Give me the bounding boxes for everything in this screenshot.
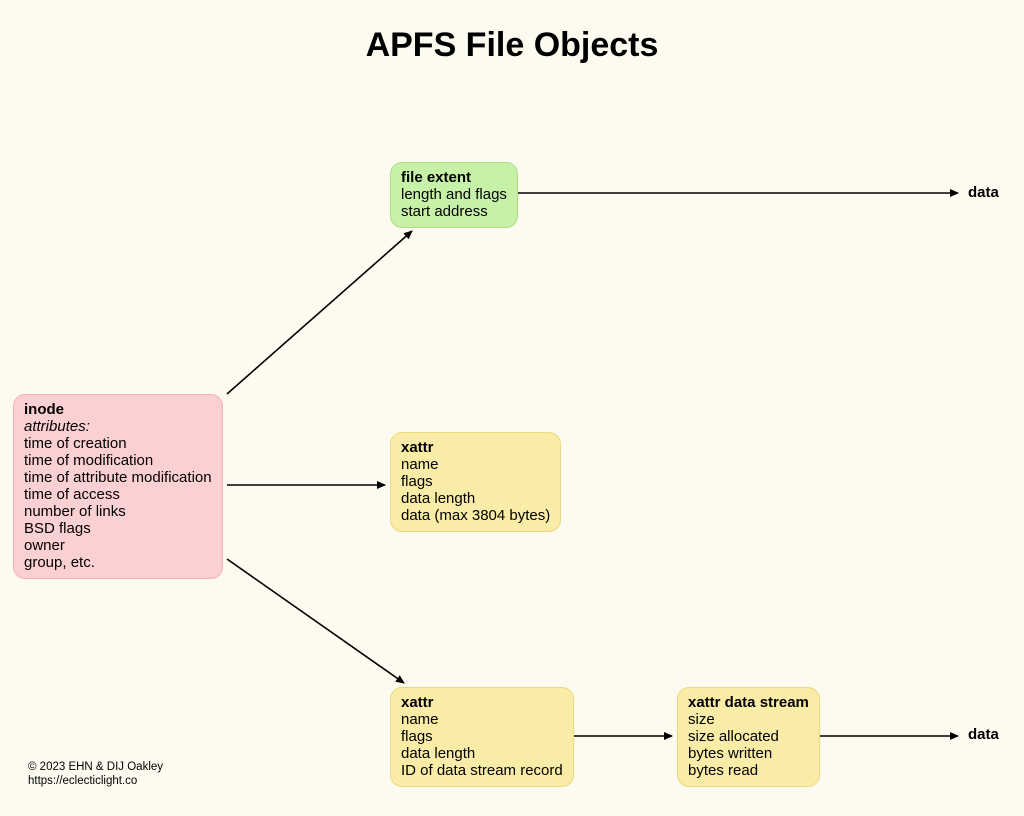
box-xattr-record: xattr name flags data length ID of data … xyxy=(390,687,574,787)
footer-copyright: © 2023 EHN & DIJ Oakley xyxy=(28,761,164,773)
box-xattr-data-stream-line: size xyxy=(688,711,715,728)
box-xattr-data-stream-title: xattr data stream xyxy=(688,694,809,711)
arrow-inode-to-xattr-record xyxy=(226,558,405,684)
box-xattr-inline-line: data length xyxy=(401,490,476,507)
box-inode: inode attributes: time of creation time … xyxy=(13,394,223,579)
box-xattr-record-line: flags xyxy=(401,728,433,745)
box-xattr-record-line: data length xyxy=(401,745,476,762)
box-inode-line: time of access xyxy=(24,486,120,503)
box-file-extent: file extent length and flags start addre… xyxy=(390,162,518,228)
box-file-extent-line: length and flags xyxy=(401,186,507,203)
box-xattr-data-stream-line: bytes read xyxy=(688,762,759,779)
box-inode-title: inode xyxy=(24,401,64,418)
box-xattr-record-line: name xyxy=(401,711,439,728)
page-title: APFS File Objects xyxy=(365,26,659,64)
box-inode-line: BSD flags xyxy=(24,520,91,537)
box-xattr-record-line: ID of data stream record xyxy=(401,762,563,779)
box-xattr-record-title: xattr xyxy=(401,694,434,711)
box-inode-subtitle: attributes: xyxy=(24,418,90,435)
box-inode-line: time of creation xyxy=(24,435,127,452)
box-inode-line: number of links xyxy=(24,503,126,520)
box-xattr-data-stream: xattr data stream size size allocated by… xyxy=(677,687,820,787)
box-xattr-inline: xattr name flags data length data (max 3… xyxy=(390,432,562,532)
box-inode-line: group, etc. xyxy=(24,554,95,571)
box-xattr-inline-line: name xyxy=(401,456,439,473)
data-label-bottom: data xyxy=(968,726,999,743)
box-file-extent-line: start address xyxy=(401,203,488,220)
box-file-extent-title: file extent xyxy=(401,169,472,186)
footer-url: https://eclecticlight.co xyxy=(28,775,138,787)
box-xattr-inline-title: xattr xyxy=(401,439,434,456)
arrow-inode-to-file-extent xyxy=(226,230,413,395)
box-xattr-data-stream-line: bytes written xyxy=(688,745,773,762)
data-label-top: data xyxy=(968,184,999,201)
box-inode-line: owner xyxy=(24,537,65,554)
box-xattr-inline-line: flags xyxy=(401,473,433,490)
box-inode-line: time of attribute modification xyxy=(24,469,212,486)
box-xattr-data-stream-line: size allocated xyxy=(688,728,779,745)
box-inode-line: time of modification xyxy=(24,452,154,469)
box-xattr-inline-line: data (max 3804 bytes) xyxy=(401,507,551,524)
footer: © 2023 EHN & DIJ Oakley https://eclectic… xyxy=(28,760,163,788)
